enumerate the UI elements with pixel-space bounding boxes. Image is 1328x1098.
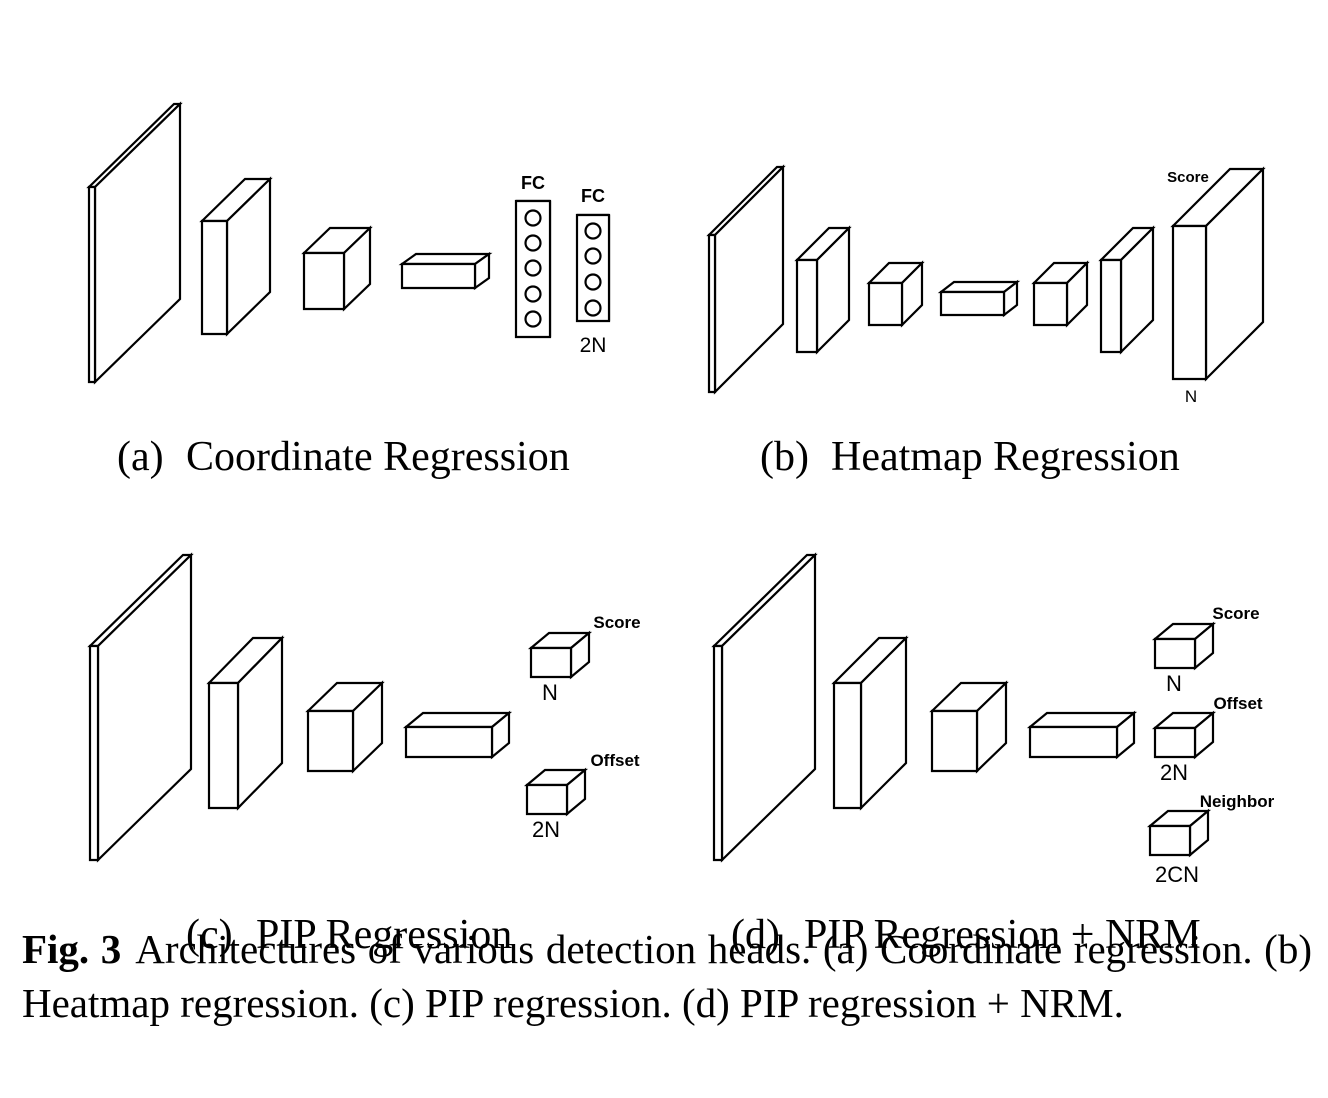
panel-a-conv-block-1-front	[200, 219, 229, 336]
panel-d-conv-block-1-front	[832, 681, 863, 810]
panel-d-offset-head-front	[1153, 726, 1197, 759]
panel-d-subcaption: PIP Regression + NRM	[804, 912, 1201, 958]
panel-a-fc2-neuron-2	[584, 247, 602, 265]
panel-b-input-block-front	[707, 233, 717, 394]
panel-a-fc-layer-2-front	[575, 213, 611, 323]
panel-d-input-block-front	[712, 644, 724, 862]
block-shapes	[86, 101, 1266, 863]
figure-label: Fig. 3	[22, 926, 122, 972]
panel-d-2cn-label: 2CN	[1155, 862, 1199, 887]
panel-b-input-block-side	[713, 164, 785, 395]
panel-d-n-label: N	[1166, 671, 1182, 696]
panel-c-score-label: Score	[593, 613, 640, 632]
panel-d-neighbor-label: Neighbor	[1200, 792, 1275, 811]
panel-b-deconv-block-2-front	[1099, 258, 1123, 354]
panel-c-conv-block-3-front	[404, 725, 494, 759]
panel-b-conv-block-1-front	[795, 258, 819, 354]
panel-b-n-label: N	[1185, 387, 1197, 406]
panel-d-2n-label: 2N	[1160, 760, 1188, 785]
panel-d-score-label: Score	[1212, 604, 1259, 623]
panel-a-fc1-neuron-1	[524, 209, 542, 227]
panel-d-subcaption-tag: (d)	[731, 912, 780, 958]
panel-d-neighbor-head-front	[1148, 824, 1192, 857]
panel-b-conv-block-3-front	[939, 290, 1006, 317]
panel-a-fc1-neuron-5	[524, 310, 542, 328]
panel-b-score-map-front	[1171, 224, 1208, 381]
panel-a-fc2-label: FC	[581, 186, 605, 206]
figure-caption-text: Architectures of various detection heads…	[22, 926, 1312, 1026]
panel-c-offset-head-front	[525, 783, 569, 816]
panel-a-fc2-neuron-3	[584, 273, 602, 291]
panel-d-offset-label: Offset	[1213, 694, 1262, 713]
panel-a-fc1-neuron-2	[524, 234, 542, 252]
panel-b-score-label: Score	[1167, 169, 1209, 186]
panel-d-conv-block-3-front	[1028, 725, 1119, 759]
panel-c-conv-block-2-front	[306, 709, 355, 773]
panel-c-2n-label: 2N	[532, 817, 560, 842]
panel-c-score-head-front	[529, 646, 573, 679]
panel-a-conv-block-2-front	[302, 251, 346, 311]
panel-c-conv-block-1-front	[207, 681, 240, 810]
panel-a-subcaption: Coordinate Regression	[186, 434, 570, 480]
panel-a-fc1-label: FC	[521, 173, 545, 193]
panel-d-input-block-side	[720, 552, 817, 863]
panel-b-deconv-block-1-front	[1032, 281, 1069, 327]
panel-a-subcaption-tag: (a)	[117, 434, 164, 480]
panel-c-input-block-front	[88, 644, 100, 862]
panel-a-input-block-front	[87, 185, 97, 384]
panel-a-fc1-neuron-3	[524, 259, 542, 277]
panel-d-conv-block-2-front	[930, 709, 979, 773]
panel-a-fc2-neuron-1	[584, 222, 602, 240]
panel-a-input-block-side	[93, 101, 182, 385]
panel-c-input-block-side	[96, 552, 193, 863]
panel-c-n-label: N	[542, 680, 558, 705]
panel-b-conv-block-2-front	[867, 281, 904, 327]
panel-a-fc2-neuron-4	[584, 299, 602, 317]
panel-a-output-label: 2N	[580, 334, 607, 357]
panel-c-subcaption-tag: (c)	[186, 912, 233, 958]
panel-b-subcaption: Heatmap Regression	[831, 434, 1180, 480]
panel-c-subcaption: PIP Regression	[256, 912, 512, 958]
panel-a-fc1-neuron-4	[524, 285, 542, 303]
panel-c-offset-label: Offset	[590, 751, 639, 770]
panel-b-subcaption-tag: (b)	[760, 434, 809, 480]
panel-d-score-head-front	[1153, 637, 1197, 670]
panel-a-conv-block-3-front	[400, 262, 477, 290]
